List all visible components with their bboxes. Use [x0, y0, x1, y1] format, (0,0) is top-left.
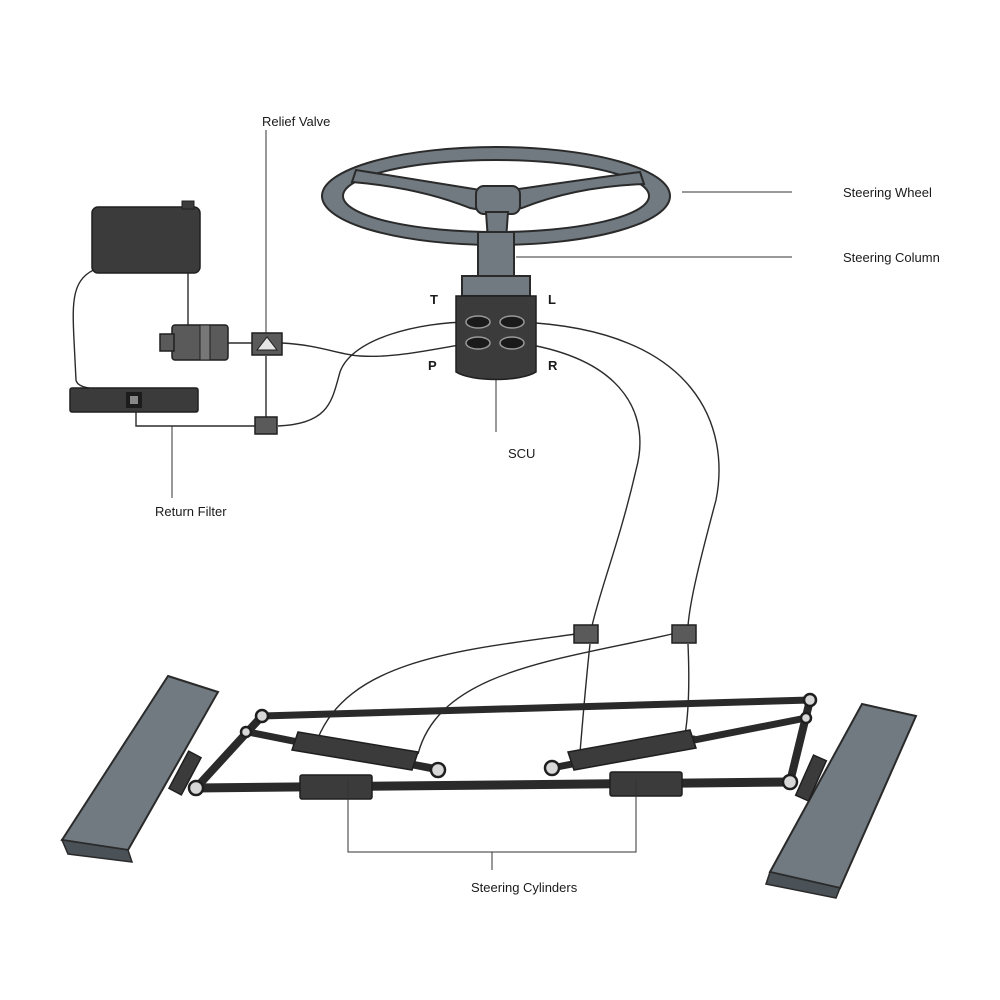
hose-fitting-left: [573, 624, 599, 644]
hose-fitting-right: [671, 624, 697, 644]
port-label-l: L: [548, 292, 556, 307]
tire-left: [60, 674, 220, 863]
scu-block: [455, 295, 537, 381]
steering-linkage: [191, 696, 814, 800]
hose-pressure-to-scu: [281, 342, 471, 358]
leader-lines: [171, 130, 792, 870]
hose-scu-l: [519, 321, 720, 627]
label-return-filter: Return Filter: [155, 504, 227, 519]
steering-wheel: [320, 146, 672, 246]
label-relief-valve: Relief Valve: [262, 114, 330, 129]
steering-cylinder-left: [291, 731, 441, 771]
label-scu: SCU: [508, 446, 535, 461]
hose-to-left-cyl-1: [317, 633, 577, 739]
return-filter: [69, 387, 199, 413]
port-label-p: P: [428, 358, 437, 373]
steering-column: [461, 231, 531, 297]
hose-return-to-scu: [277, 321, 471, 427]
pivot-joints: [187, 692, 818, 797]
hose-reservoir-to-filter: [72, 267, 131, 393]
hydraulic-pump: [159, 324, 229, 361]
hose-scu-r: [519, 342, 641, 627]
port-label-r: R: [548, 358, 558, 373]
tee-fitting: [254, 416, 278, 435]
label-steering-column: Steering Column: [843, 250, 940, 265]
label-steering-cylinders: Steering Cylinders: [471, 880, 578, 895]
hose-filter-to-tee: [135, 410, 256, 427]
port-label-t: T: [430, 292, 438, 307]
tire-right: [765, 702, 918, 899]
label-steering-wheel: Steering Wheel: [843, 185, 932, 200]
hose-to-right-cyl-1: [579, 643, 591, 753]
hydraulic-reservoir: [91, 200, 201, 274]
steering-cylinder-right: [549, 729, 697, 771]
relief-valve: [251, 332, 283, 356]
hose-to-right-cyl-2: [683, 643, 690, 741]
hose-to-left-cyl-2: [417, 633, 673, 755]
